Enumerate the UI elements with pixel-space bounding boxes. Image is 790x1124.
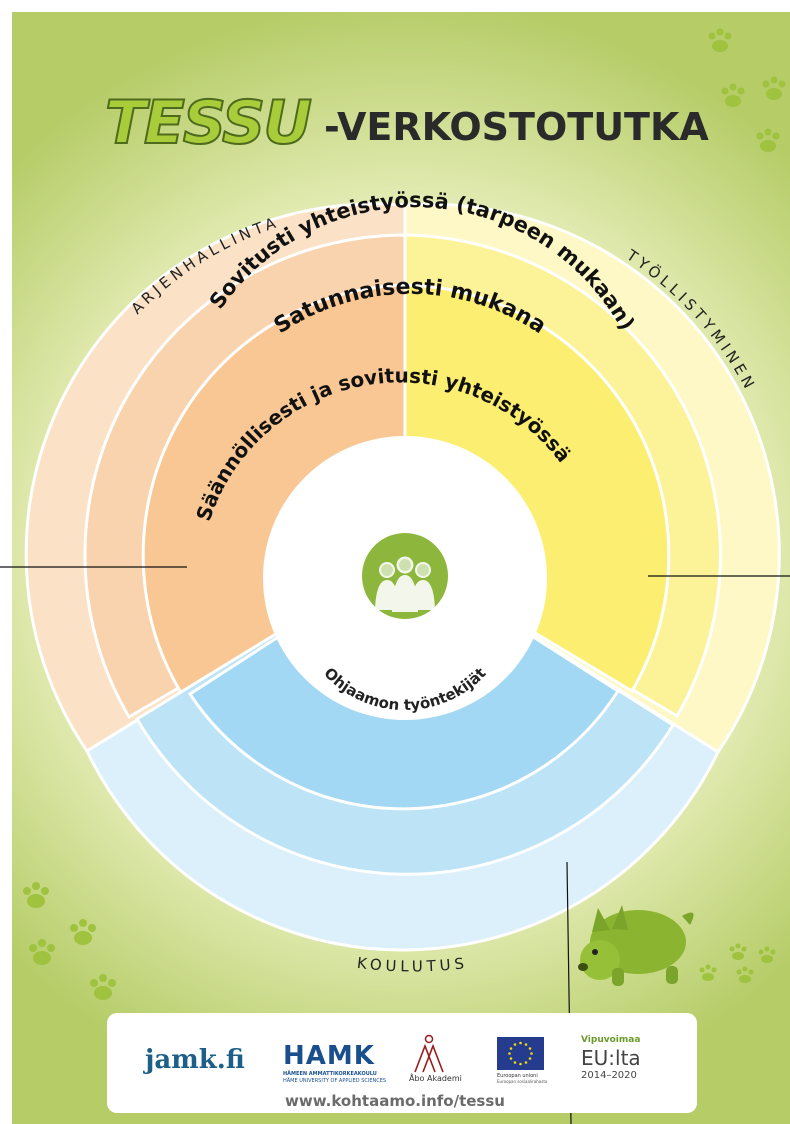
asiakkaat-badge — [362, 533, 448, 619]
radar-diagram: ASIAKKAAT Ohjaamon työntekijät — [24, 202, 781, 952]
tessu-logo-text: TESSU — [105, 88, 311, 158]
vipuvoimaa-title: Vipuvoimaa — [581, 1035, 641, 1045]
paw-print-icon — [23, 28, 786, 1000]
vipuvoimaa-eulta: EU:lta — [581, 1046, 641, 1070]
hamk-subtitle: HÄMEEN AMMATTIKORKEAKOULU — [283, 1071, 377, 1077]
hamk-subtitle-en: HÄME UNIVERSITY OF APPLIED SCIENCES — [283, 1078, 387, 1084]
vipuvoimaa-years: 2014–2020 — [581, 1070, 637, 1081]
footer-logo-box — [107, 1013, 697, 1113]
abo-akademi-text: Åbo Akademi — [409, 1074, 462, 1083]
eu-text: Euroopan unioni — [497, 1073, 538, 1079]
hamk-logo: HAMK — [283, 1041, 375, 1071]
website-url: www.kohtaamo.info/tessu — [285, 1092, 505, 1110]
dog-mascot-icon — [578, 905, 694, 986]
sector-label-koulutus: KOULUTUS — [356, 954, 469, 976]
eu-flag-icon — [497, 1037, 544, 1070]
eu-subtext: Euroopan sosiaalirahasto — [497, 1079, 548, 1084]
jamk-logo: jamk.fi — [145, 1045, 245, 1075]
page-title: -VERKOSTOTUTKA — [324, 105, 709, 149]
abo-akademi-logo-icon — [414, 1034, 444, 1073]
